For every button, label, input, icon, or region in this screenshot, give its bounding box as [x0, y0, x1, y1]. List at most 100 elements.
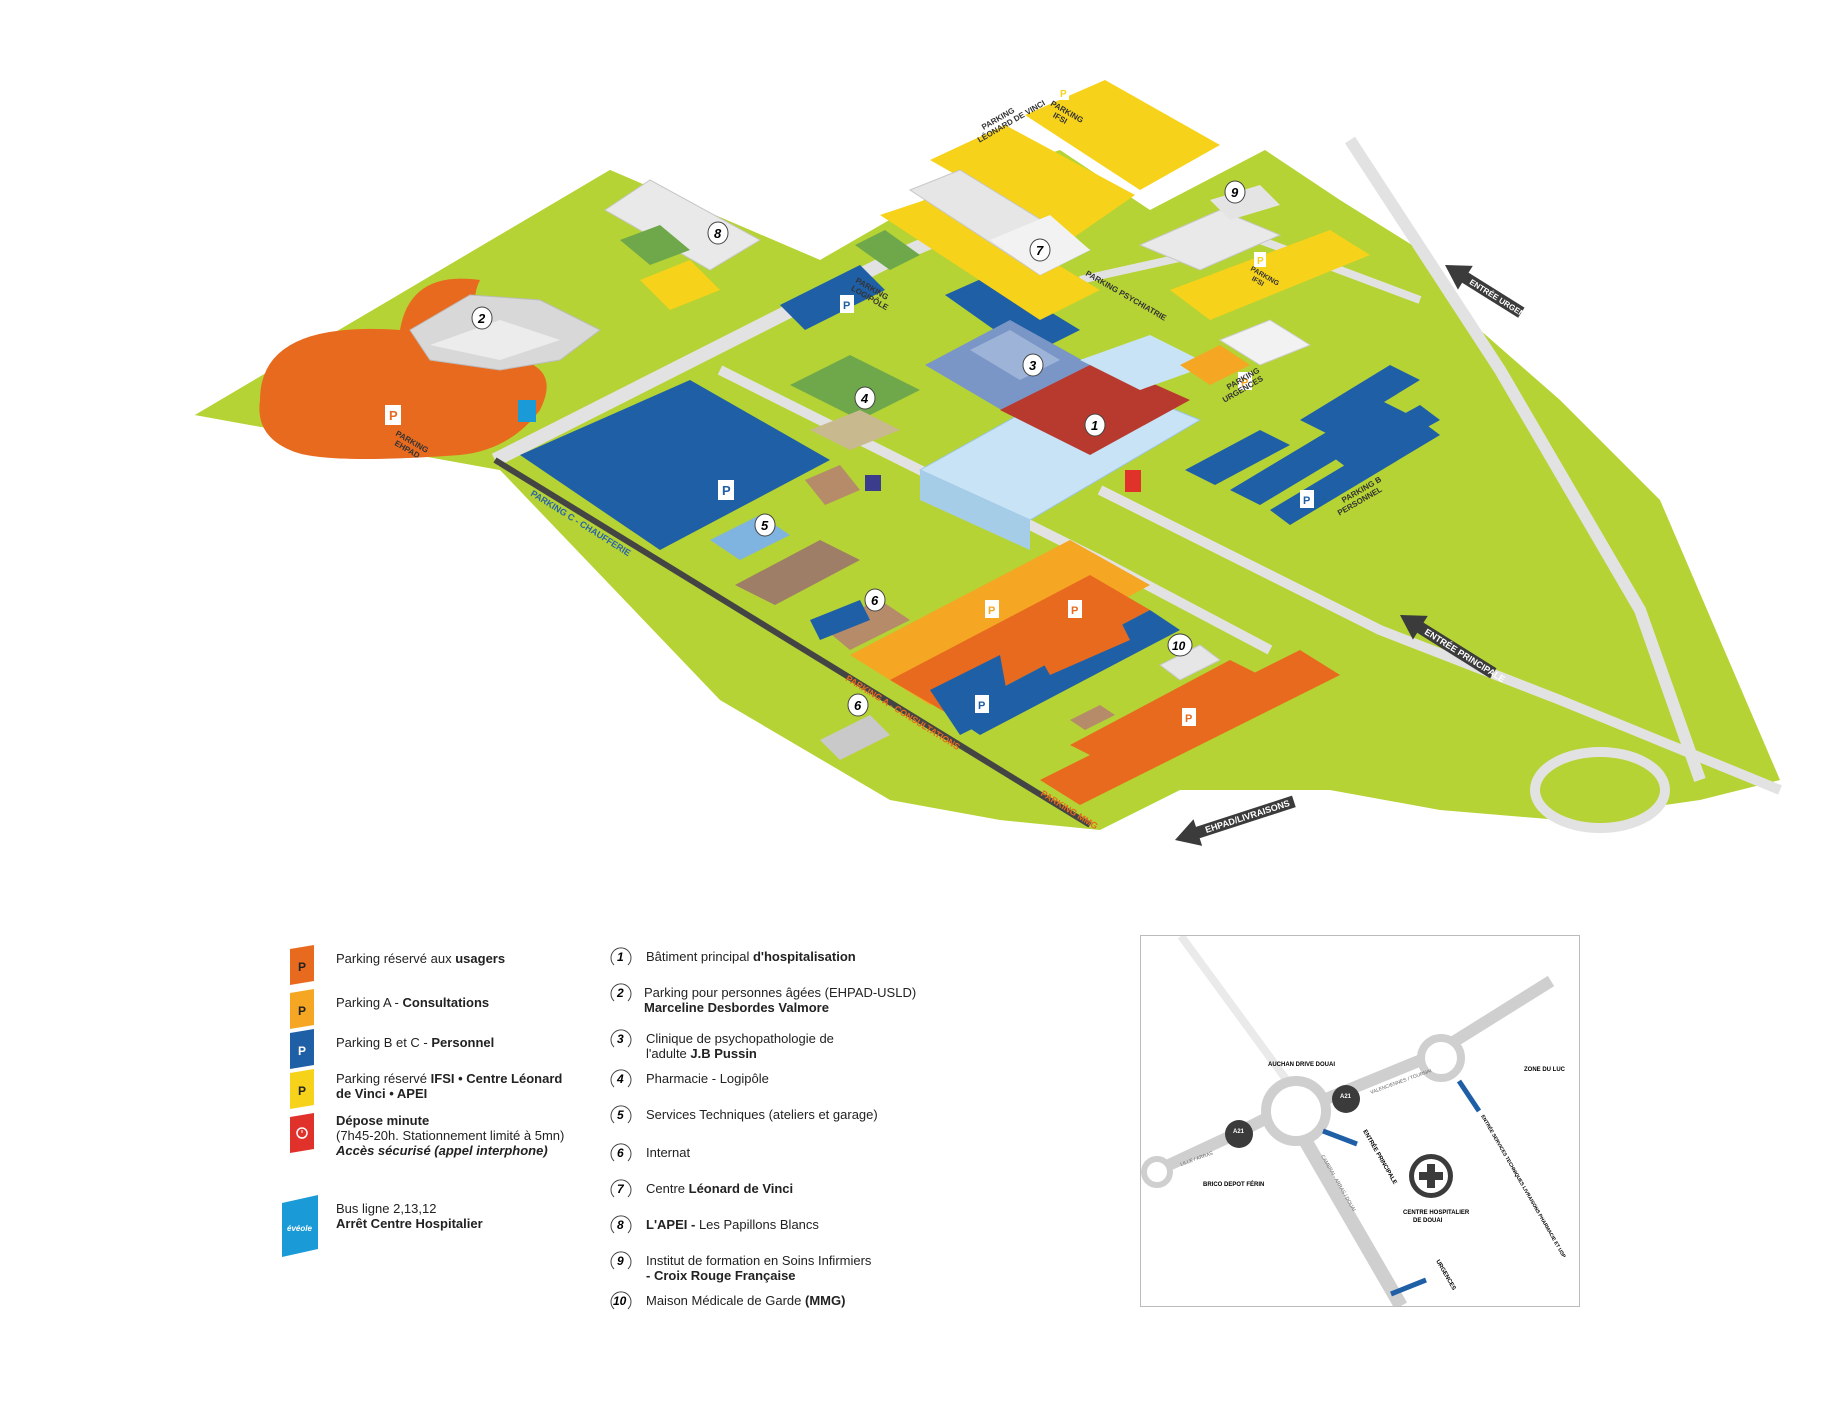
- access-roundabout-east: [1417, 1034, 1465, 1082]
- access-road-north: [1177, 936, 1295, 1089]
- parking-internat: [810, 600, 870, 640]
- number-circle-icon: 3: [610, 1029, 632, 1048]
- svg-text:P: P: [722, 483, 731, 498]
- number-circle-icon: 6: [610, 1143, 632, 1162]
- svg-text:2: 2: [477, 311, 486, 326]
- parking-sign-a2: P: [1068, 600, 1082, 618]
- parking-flag-amber-icon: P: [290, 989, 314, 1029]
- svg-text:P: P: [298, 960, 306, 974]
- marker-6a: 6: [864, 588, 886, 612]
- marker-1: 1: [1084, 413, 1106, 437]
- svg-text:5: 5: [617, 1108, 624, 1122]
- parking-sign-ehpad: P: [385, 405, 401, 425]
- svg-text:P: P: [1071, 605, 1078, 617]
- svg-text:P: P: [298, 1084, 306, 1098]
- parking-mmg-area: [1040, 650, 1340, 805]
- marker-10: 10: [1167, 633, 1193, 657]
- svg-text:2: 2: [616, 986, 624, 1000]
- bike-sign: [865, 475, 881, 491]
- svg-text:P: P: [298, 1004, 306, 1018]
- bus-flag-icon: évéole: [282, 1195, 318, 1257]
- parking-ldv-area: [930, 125, 1135, 240]
- hospital-cross-icon: [1409, 1154, 1453, 1198]
- access-urgences: URGENCES: [1434, 1259, 1456, 1291]
- building-internat: [820, 600, 910, 650]
- parking-apei-small: [640, 260, 720, 310]
- marker-3: 3: [1022, 353, 1044, 377]
- number-circle-icon: 7: [610, 1179, 632, 1198]
- building-pharmacy: [790, 355, 920, 450]
- svg-text:6: 6: [871, 593, 879, 608]
- parking-psy-area: [945, 275, 1080, 355]
- svg-text:A21: A21: [1340, 1094, 1352, 1100]
- svg-text:7: 7: [617, 1182, 625, 1196]
- svg-text:10: 10: [1172, 639, 1186, 653]
- svg-text:EHPAD/LIVRAISONS: EHPAD/LIVRAISONS: [1204, 798, 1291, 835]
- svg-text:9: 9: [1231, 185, 1239, 200]
- svg-text:A21: A21: [1233, 1129, 1245, 1135]
- number-circle-icon: 8: [610, 1215, 632, 1234]
- number-circle-icon: 5: [610, 1105, 632, 1124]
- access-zone-luc: ZONE DU LUC: [1524, 1067, 1566, 1073]
- parking-psy-yellow: [880, 195, 1100, 320]
- parking-flag-orange-icon: P: [290, 945, 314, 985]
- svg-text:P: P: [1185, 713, 1192, 725]
- parking-sign-b: P: [1300, 490, 1314, 508]
- number-circle-icon: 2: [610, 983, 632, 1002]
- svg-text:1: 1: [617, 950, 624, 964]
- access-roundabout-main: [1261, 1076, 1331, 1146]
- arrow-ehpad-livraisons: EHPAD/LIVRAISONS: [1175, 795, 1296, 846]
- marker-4: 4: [854, 386, 876, 410]
- parking-c-area: [520, 380, 830, 550]
- building-ifsi: [1138, 185, 1282, 271]
- campus-map: P P P P P P P P P P P 1 2 3 4 5 6 6 7 8 …: [195, 80, 1782, 846]
- svg-text:5: 5: [761, 518, 769, 533]
- access-hopital-2: DE DOUAI: [1413, 1218, 1443, 1224]
- svg-text:P: P: [298, 1044, 306, 1058]
- access-entree-multi: ENTRÉE SERVICES TECHNIQUES LIVRAISONS PH…: [1479, 1113, 1568, 1260]
- svg-text:ENTRÉE URGENCES: ENTRÉE URGENCES: [1468, 278, 1541, 328]
- marker-9: 9: [1224, 180, 1246, 204]
- building-mmg-small: [1070, 705, 1115, 730]
- parking-sign-apei: P: [1254, 252, 1266, 267]
- depose-minute-sign: [1125, 470, 1141, 492]
- parking-sign-a3: P: [975, 695, 989, 713]
- marker-7: 7: [1029, 238, 1051, 262]
- access-road-west: [1153, 1110, 1274, 1177]
- access-entree-principale: ENTRÉE PRINCIPALE: [1361, 1128, 1399, 1186]
- number-circle-icon: 4: [610, 1069, 632, 1088]
- svg-text:8: 8: [714, 226, 722, 241]
- access-entry-principale: [1322, 1128, 1358, 1147]
- svg-text:3: 3: [617, 1032, 624, 1046]
- legend-item-depose-minute: Dépose minute (7h45-20h. Stationnement l…: [280, 1113, 610, 1173]
- building-apei: [604, 179, 762, 271]
- number-circle-icon: 9: [610, 1251, 632, 1270]
- access-auchan: AUCHAN DRIVE DOUAI: [1268, 1062, 1335, 1068]
- svg-text:4: 4: [860, 391, 869, 406]
- parking-sign-a1: P: [985, 600, 999, 618]
- svg-text:P: P: [1257, 256, 1264, 267]
- svg-text:P: P: [843, 300, 850, 312]
- access-map: A21 A21 CENTRE HOSPITALIER DE DOUAI AUCH…: [1140, 935, 1580, 1307]
- parking-sign-c: P: [718, 480, 734, 500]
- access-brico: BRICO DEPOT FÉRIN: [1203, 1180, 1264, 1188]
- legend-item-ifsi: P Parking réservé IFSI • Centre Léonard …: [280, 1069, 610, 1113]
- marker-2: 2: [471, 306, 493, 330]
- parking-ifsi-area: [1025, 80, 1220, 190]
- parking-flag-blue-icon: P: [290, 1029, 314, 1069]
- svg-text:3: 3: [1029, 358, 1037, 373]
- access-entry-urgences: [1390, 1277, 1427, 1297]
- parking-sign-urgences: P: [1238, 372, 1252, 390]
- svg-text:P: P: [389, 408, 398, 423]
- legend-item-personnel: P Parking B et C - Personnel: [280, 1029, 610, 1073]
- marker-6b: 6: [847, 693, 869, 717]
- marker-8: 8: [707, 221, 729, 245]
- svg-text:9: 9: [617, 1254, 624, 1268]
- clock-flag-red-icon: [290, 1113, 314, 1153]
- bus-stop-sign: [518, 400, 536, 422]
- road-border-bottom: [493, 457, 1092, 828]
- parking-sign-mmg: P: [1182, 708, 1196, 726]
- parking-logipole-area: [780, 265, 885, 330]
- svg-text:P: P: [978, 700, 985, 712]
